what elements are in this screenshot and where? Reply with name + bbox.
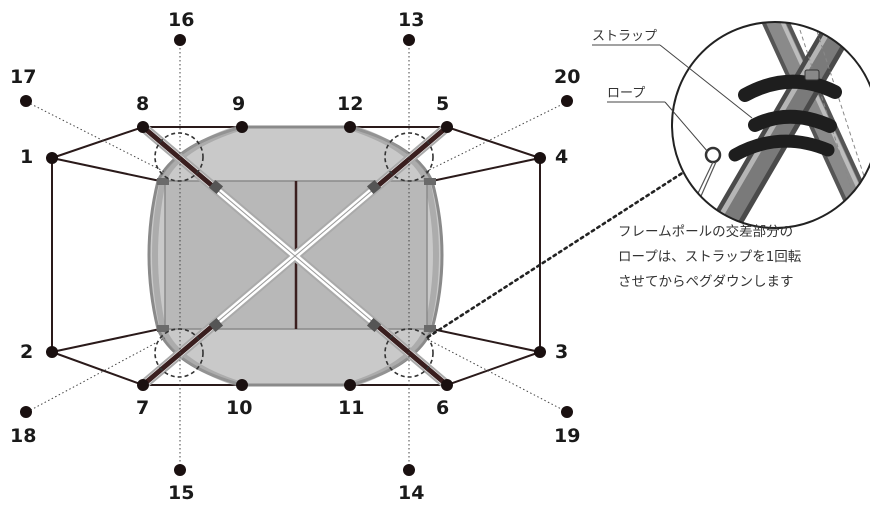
stake-dot-15 (174, 464, 186, 476)
stake-label-8: 8 (136, 93, 149, 115)
stake-label-18: 18 (10, 425, 36, 447)
stake-label-4: 4 (555, 146, 568, 168)
stake-dot-13 (403, 34, 415, 46)
callout-labels: ストラップ ロープ (592, 29, 753, 153)
stake-dot-2 (46, 346, 58, 358)
stake-dot-7 (137, 379, 149, 391)
rope-label: ロープ (607, 86, 645, 101)
stake-dot-3 (534, 346, 546, 358)
stake-label-12: 12 (337, 93, 363, 115)
stake-label-7: 7 (136, 397, 149, 419)
strap-label: ストラップ (592, 29, 657, 44)
stake-dot-14 (403, 464, 415, 476)
stake-dot-16 (174, 34, 186, 46)
stake-dot-20 (561, 95, 573, 107)
stake-dot-6 (441, 379, 453, 391)
stake-label-13: 13 (398, 9, 424, 31)
stake-dot-18 (20, 406, 32, 418)
stake-dot-8 (137, 121, 149, 133)
stake-dot-4 (534, 152, 546, 164)
stake-label-2: 2 (20, 341, 33, 363)
stake-dot-10 (236, 379, 248, 391)
stake-dot-17 (20, 95, 32, 107)
frame-poles (138, 122, 452, 390)
zoom-callout (671, 21, 870, 229)
stake-dot-1 (46, 152, 58, 164)
stake-label-6: 6 (436, 397, 449, 419)
stake-label-9: 9 (232, 93, 245, 115)
dotted-guy-ropes (26, 44, 568, 470)
note-line-1: フレームポールの交差部分の (618, 224, 794, 240)
stake-dots (20, 34, 573, 476)
stake-label-11: 11 (338, 397, 364, 419)
stake-label-17: 17 (10, 66, 36, 88)
stake-label-1: 1 (20, 146, 33, 168)
stake-label-19: 19 (554, 425, 580, 447)
stake-dot-5 (441, 121, 453, 133)
note-line-3: させてからペグダウンします (618, 274, 794, 290)
stake-label-14: 14 (398, 482, 424, 504)
callout-leader (426, 168, 689, 339)
stake-label-16: 16 (168, 9, 194, 31)
stake-dot-11 (344, 379, 356, 391)
stake-label-20: 20 (554, 66, 580, 88)
stake-label-5: 5 (436, 93, 449, 115)
stake-dot-12 (344, 121, 356, 133)
instruction-note: フレームポールの交差部分の ロープは、ストラップを1回転 させてからペグダウンし… (618, 220, 868, 295)
note-line-2: ロープは、ストラップを1回転 (618, 249, 802, 265)
stake-dot-19 (561, 406, 573, 418)
stake-dot-9 (236, 121, 248, 133)
stake-label-10: 10 (226, 397, 252, 419)
stake-label-15: 15 (168, 482, 194, 504)
stake-label-3: 3 (555, 341, 568, 363)
